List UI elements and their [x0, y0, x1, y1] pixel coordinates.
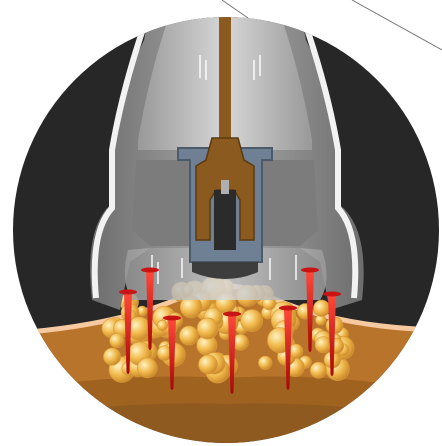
blood-pool: [279, 306, 297, 311]
leader-line: [222, 0, 248, 18]
fat-cell: [241, 310, 263, 332]
fat-cell: [258, 356, 272, 370]
fat-cell: [199, 355, 218, 374]
fat-cell: [137, 358, 157, 378]
blood-pool: [141, 268, 159, 273]
blood-pool: [323, 292, 341, 297]
fat-cell: [110, 334, 124, 348]
fat-cell: [313, 300, 329, 316]
fat-cell: [310, 362, 326, 378]
blood-pool: [163, 316, 181, 321]
nozzle-stem: [219, 8, 231, 138]
blood-pool: [119, 290, 137, 295]
fat-cell: [179, 326, 198, 345]
fat-cell: [197, 318, 218, 339]
blood-pool: [223, 312, 241, 317]
fat-cell: [103, 348, 120, 365]
fat-cell: [157, 320, 168, 331]
nozzle-tip: [221, 180, 229, 194]
leader-line: [352, 0, 442, 50]
nozzle-channel: [214, 190, 236, 250]
blood-pool: [301, 268, 319, 273]
